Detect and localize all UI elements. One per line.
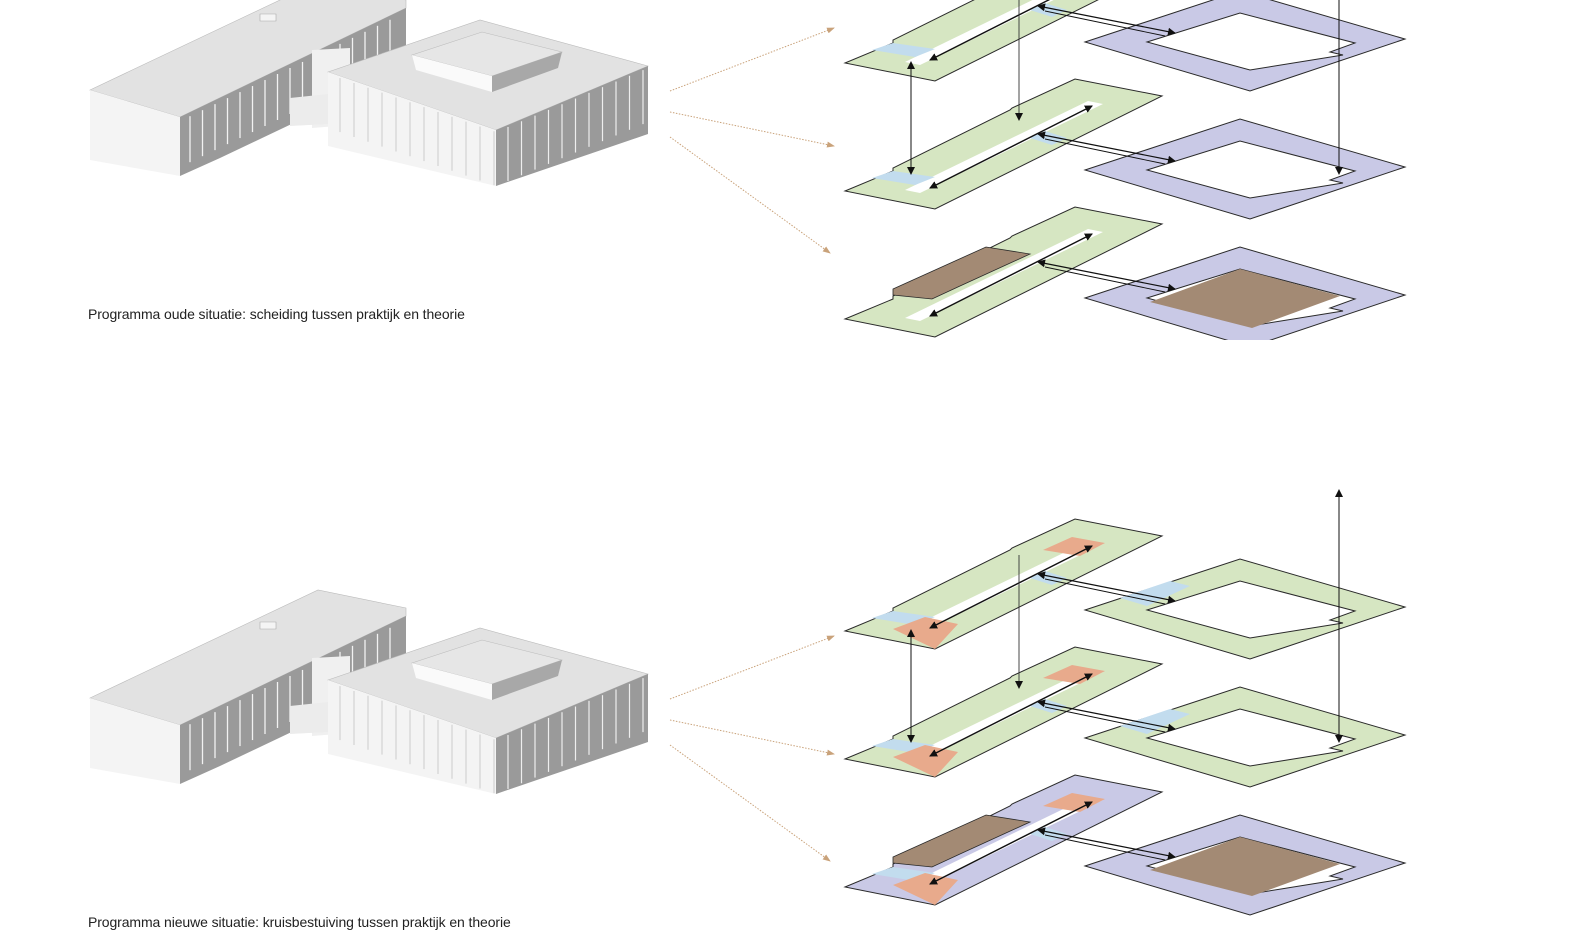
dotted-arrow [669, 111, 835, 148]
bridge-arrow [1037, 699, 1176, 732]
corridor-arrow [929, 233, 1093, 317]
hall-front-face [328, 680, 496, 794]
bridge-arrow [1037, 3, 1176, 36]
dotted-arrow [669, 27, 835, 92]
section-old-situation: Programma oude situatie: scheiding tusse… [0, 0, 1582, 340]
corridor-arrow [929, 0, 1093, 61]
bridge-line [1044, 10, 1166, 37]
building-isometric [89, 589, 649, 794]
skylight-side [492, 660, 562, 700]
floor-plan-stack [843, 0, 1407, 340]
bridge-arrow [1037, 827, 1176, 860]
ring-slab [1083, 558, 1407, 660]
floor-plan-stack [843, 489, 1407, 916]
connector-low [290, 94, 328, 126]
floor-level-top [843, 0, 1407, 92]
old-diagram [89, 0, 1407, 340]
service-zone [872, 171, 935, 185]
skylight-front [412, 663, 492, 700]
hall-front-face [328, 72, 496, 186]
skylight-side [492, 52, 562, 92]
long-wing-end-face [90, 90, 180, 176]
corridor-arrow [929, 105, 1093, 189]
floor-level-bottom [843, 774, 1407, 916]
corridor-arrow [929, 545, 1093, 629]
courtyard-hall [1150, 837, 1340, 896]
bridge-line [1044, 266, 1166, 293]
bridge-arrow [1037, 259, 1176, 292]
bridge-line [1044, 138, 1166, 165]
floor-level-middle [843, 646, 1407, 788]
ring-slab [1083, 686, 1407, 788]
corridor-arrow [929, 801, 1093, 885]
hall-side-face [496, 66, 648, 186]
courtyard-hall [1150, 269, 1340, 328]
dotted-pointer-arrows [669, 27, 835, 254]
building-isometric [89, 0, 649, 186]
roof-vent [259, 621, 277, 630]
dotted-pointer-arrows [669, 635, 835, 862]
bridge-arrow [1037, 571, 1176, 604]
roof-vent [259, 13, 277, 22]
connector-low [290, 702, 328, 734]
bridge-arrow [1037, 131, 1176, 164]
hall-side-face [496, 674, 648, 794]
long-wing-end-face [90, 698, 180, 784]
corridor-arrow [929, 673, 1093, 757]
floor-level-middle [843, 78, 1407, 220]
caption-old-situation: Programma oude situatie: scheiding tusse… [88, 306, 465, 322]
bridge-line [1044, 578, 1166, 605]
service-zone [872, 43, 935, 57]
dotted-arrow [669, 635, 835, 700]
floor-level-top [843, 518, 1407, 660]
bridge-line [1044, 834, 1166, 861]
floor-level-bottom [843, 206, 1407, 340]
dotted-arrow [669, 744, 831, 862]
bridge-line [1044, 706, 1166, 733]
dotted-arrow [669, 719, 835, 756]
skylight-front [412, 55, 492, 92]
caption-new-situation: Programma nieuwe situatie: kruisbestuivi… [88, 914, 511, 930]
